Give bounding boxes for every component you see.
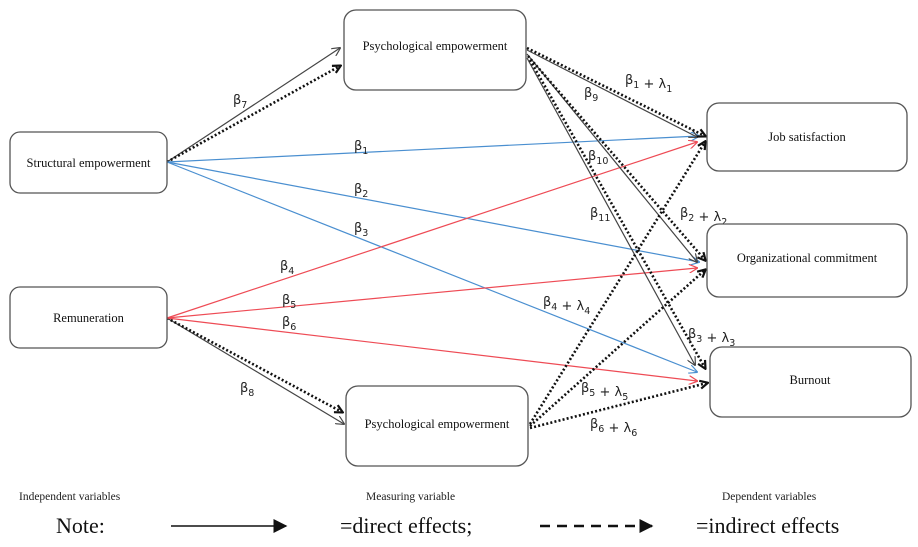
edge-structural-to-psych-top-indirect [166,66,340,164]
edge-label: β4 [280,259,294,277]
edge-label: β2 [354,182,368,200]
node-job-satisfaction: Job satisfaction [706,102,908,172]
node-psychological-empowerment-bottom: Psychological empowerment [345,385,529,467]
edge-label: β10 [588,149,608,167]
edge-psych-bottom-to-burnout-indirect [529,383,707,430]
legend-note-label: Note: [56,513,105,538]
edge-psych-bottom-to-job-indirect [528,142,705,425]
node-label: Structural empowerment [27,156,151,170]
edge-remuneration-to-job-direct [166,142,697,319]
edge-label: β3 + λ3 [688,327,735,349]
edge-psych-top-to-org-indirect [527,55,705,260]
edge-label: β3 [354,221,368,239]
node-burnout: Burnout [709,346,912,418]
edge-psych-top-to-burnout-direct [526,57,695,365]
caption-dependent-variables: Dependent variables [722,491,817,503]
edge-psych-top-to-job-direct [526,49,697,137]
legend-direct-text: =direct effects; [340,513,472,538]
edge-remuneration-to-burnout-direct [166,317,697,381]
edge-psych-top-to-job-indirect [526,46,705,136]
edge-remuneration-to-org-direct [166,268,697,319]
edge-label: β9 [584,86,598,104]
node-label: Psychological empowerment [363,39,508,53]
edge-labels-layer: β7 β8 β1 β2 β3 β4 β5 β6 β9 β10 β11 β1 + λ1 β2 + λ2 β3… [233,73,735,439]
edge-psych-bottom-to-org-indirect [529,270,705,427]
edge-label: β6 [282,315,296,333]
node-organizational-commitment: Organizational commitment [706,223,908,298]
node-label: Remuneration [53,311,125,325]
node-label: Burnout [790,373,832,387]
legend-indirect-text: =indirect effects [696,513,839,538]
edge-psych-top-to-burnout-indirect [528,59,705,368]
edge-structural-to-psych-top-direct [166,48,340,163]
node-label: Job satisfaction [768,130,846,144]
edge-label: β11 [590,206,610,224]
edge-label: β5 + λ5 [581,381,628,403]
node-structural-empowerment: Structural empowerment [9,131,168,194]
edge-structural-to-org-direct [166,161,699,262]
edge-label: β6 + λ6 [590,417,637,439]
edge-label: β5 [282,293,296,311]
edge-remuneration-to-psych-bottom-indirect [166,316,342,412]
edge-remuneration-to-psych-bottom-direct [166,317,344,424]
node-remuneration: Remuneration [9,286,168,349]
legend: Note: =direct effects; =indirect effects [56,513,839,538]
edge-label: β1 + λ1 [625,73,672,95]
edge-label: β2 + λ2 [680,206,727,228]
caption-measuring-variable: Measuring variable [366,491,455,503]
caption-independent-variables: Independent variables [19,491,121,503]
node-psychological-empowerment-top: Psychological empowerment [343,9,527,91]
edge-label: β1 [354,139,368,157]
edge-label: β7 [233,93,247,111]
edges-layer [166,46,707,430]
edge-label: β8 [240,381,254,399]
node-label: Organizational commitment [737,251,878,265]
edge-label: β4 + λ4 [543,295,590,317]
edge-structural-to-burnout-direct [166,161,697,372]
node-label: Psychological empowerment [365,417,510,431]
edge-structural-to-job-direct [166,136,699,163]
